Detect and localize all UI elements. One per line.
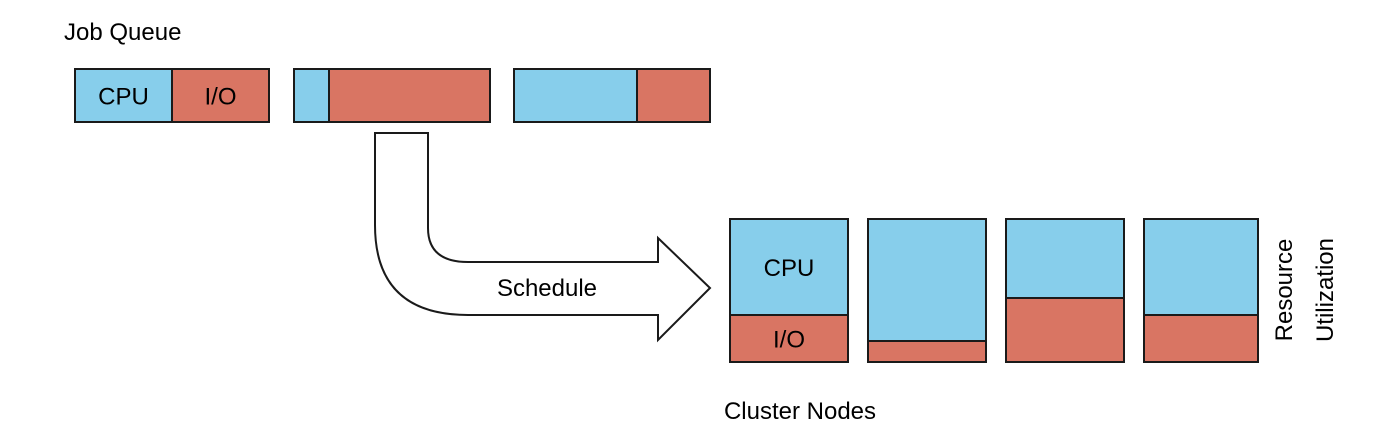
node-io-segment <box>1005 297 1125 363</box>
job-frame <box>74 68 270 123</box>
node-2 <box>867 218 987 363</box>
utilization-label-line2: Utilization <box>1312 238 1339 342</box>
node-4 <box>1143 218 1259 363</box>
cluster-nodes: CPU I/O <box>729 218 1259 363</box>
schedule-arrow <box>374 132 712 343</box>
node-io-label: I/O <box>773 327 805 354</box>
node-cpu-segment <box>867 218 987 342</box>
job-io-segment <box>328 68 491 123</box>
node-io-segment <box>1143 314 1259 363</box>
node-frame <box>1005 218 1125 363</box>
job-io-segment <box>171 68 270 123</box>
job-3 <box>513 68 711 123</box>
node-cpu-segment <box>1005 218 1125 299</box>
job-2 <box>293 68 491 123</box>
job-queue-label: Job Queue <box>64 19 181 46</box>
node-1: CPU I/O <box>729 218 849 363</box>
job-io-segment <box>636 68 711 123</box>
node-frame <box>1143 218 1259 363</box>
job-cpu-segment <box>293 68 330 123</box>
job-cpu-segment <box>513 68 638 123</box>
node-cpu-label: CPU <box>764 255 815 282</box>
job-1: CPU I/O <box>74 68 270 123</box>
resource-label-line1: Resource <box>1271 239 1298 342</box>
node-cpu-segment <box>1143 218 1259 316</box>
job-cpu-label: CPU <box>98 84 149 111</box>
cluster-nodes-label: Cluster Nodes <box>724 398 876 425</box>
schedule-label: Schedule <box>497 275 597 302</box>
job-frame <box>513 68 711 123</box>
job-queue: CPU I/O <box>74 68 711 123</box>
node-frame <box>867 218 987 363</box>
job-io-label: I/O <box>204 84 236 111</box>
node-io-segment <box>867 340 987 363</box>
node-3 <box>1005 218 1125 363</box>
node-frame <box>729 218 849 363</box>
job-frame <box>293 68 491 123</box>
